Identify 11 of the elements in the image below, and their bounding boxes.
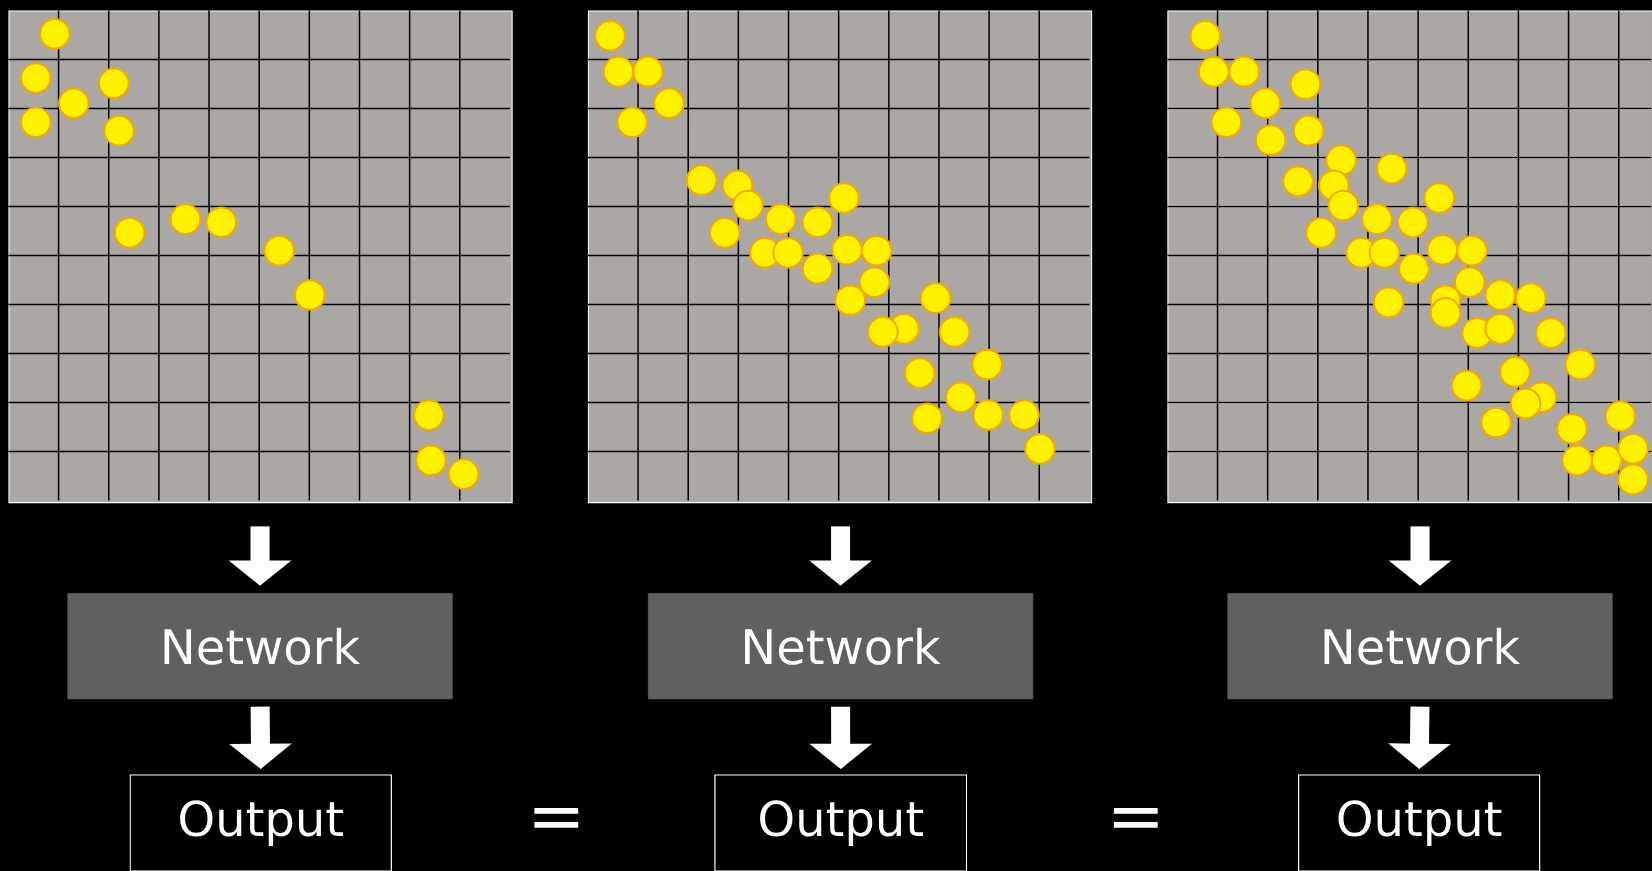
network-box: Network: [647, 593, 1034, 700]
dot-grid-drawing: [587, 9, 1093, 503]
output-box: Output: [714, 774, 968, 871]
output-box: Output: [129, 774, 392, 871]
dot-grid-drawing: [1166, 9, 1652, 503]
output-box: Output: [1298, 774, 1541, 871]
dot-grid-drawing: [7, 9, 513, 503]
network-box: Network: [67, 593, 453, 700]
equals-sign: =: [1113, 807, 1158, 828]
equals-sign: =: [534, 807, 579, 828]
network-box: Network: [1227, 593, 1613, 700]
